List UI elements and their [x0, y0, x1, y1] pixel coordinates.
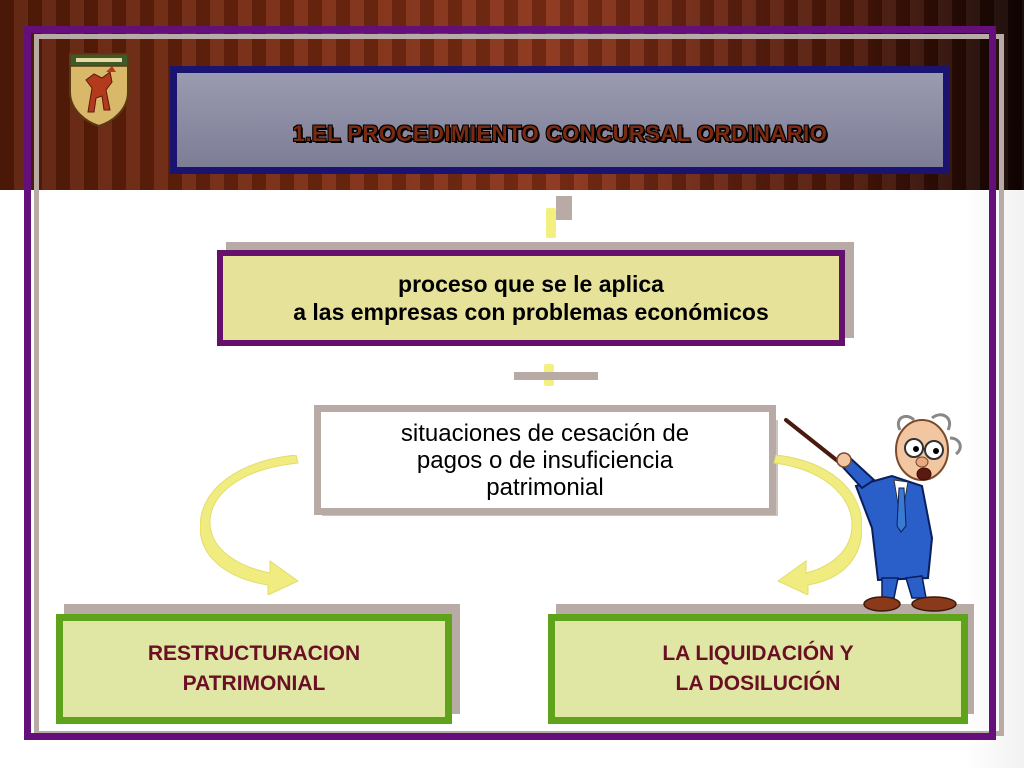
outcome-right-line-2: LA DOSILUCIÓN [675, 672, 841, 695]
definition-box: proceso que se le aplica a las empresas … [217, 250, 845, 346]
professor-pointer-icon [784, 413, 962, 612]
left-curved-arrow-icon [200, 455, 299, 595]
slide-frame [24, 26, 996, 740]
right-curved-arrow-icon [773, 455, 862, 595]
crest-icon [69, 53, 129, 128]
connector-top-shadow [556, 196, 572, 220]
outcome-left-line-2: PATRIMONIAL [182, 672, 326, 695]
outcome-restructuring-box: RESTRUCTURACION PATRIMONIAL [56, 614, 452, 724]
situation-box: situaciones de cesación de pagos o de in… [314, 405, 776, 515]
definition-line-2: a las empresas con problemas económicos [293, 299, 769, 325]
outcome-liquidation-box: LA LIQUIDACIÓN Y LA DOSILUCIÓN [548, 614, 968, 724]
outcome-left-line-1: RESTRUCTURACION [147, 642, 361, 665]
connector-middle-shadow [514, 372, 598, 380]
connector-top [546, 208, 556, 238]
outcome-right-line-1: LA LIQUIDACIÓN Y [662, 642, 854, 665]
title-box: 1.EL PROCEDIMIENTO CONCURSAL ORDINARIO [170, 66, 950, 174]
slide-title: 1.EL PROCEDIMIENTO CONCURSAL ORDINARIO [292, 121, 828, 146]
situation-line-2: pagos o de insuficiencia [416, 446, 674, 474]
situation-line-1: situaciones de cesación de [400, 419, 690, 447]
definition-line-1: proceso que se le aplica [398, 271, 664, 297]
situation-line-3: patrimonial [486, 473, 604, 501]
